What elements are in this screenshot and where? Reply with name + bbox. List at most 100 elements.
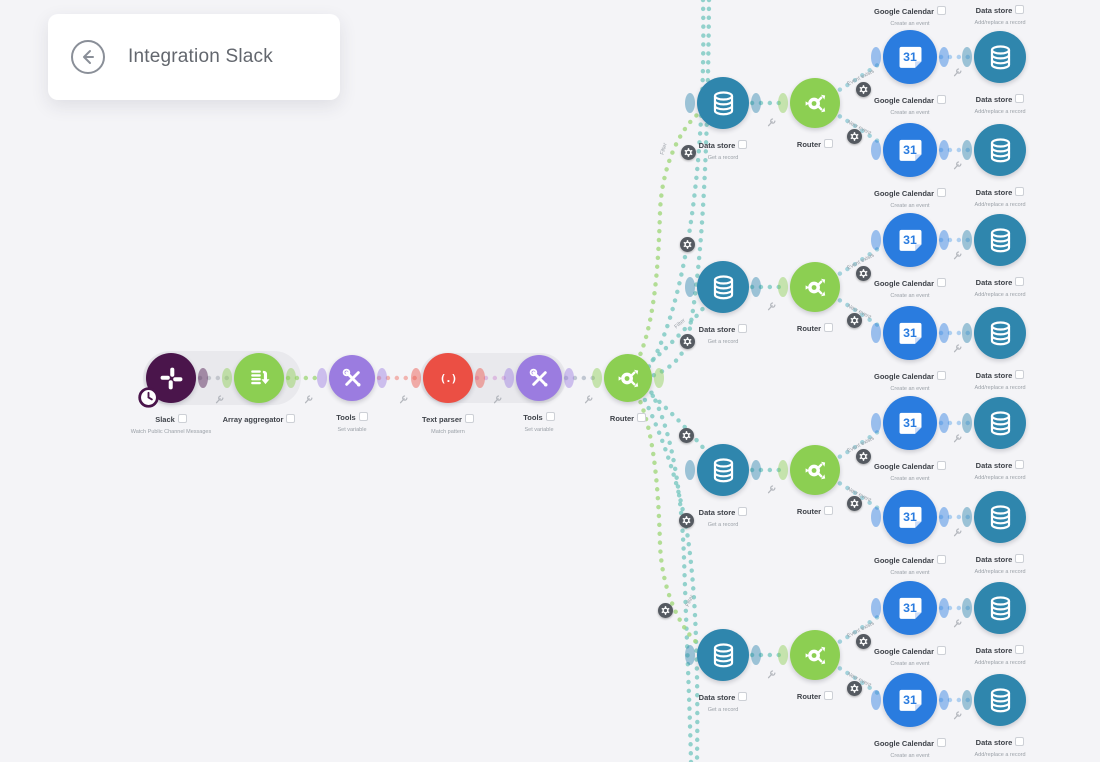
node-datastore-b3[interactable] [685,444,761,496]
connector-bump [654,368,664,388]
connector-bump [939,230,949,250]
node-label-text: Google Calendar [873,189,934,198]
filter-wrench-icon[interactable] [303,392,313,410]
filter-wrench-icon[interactable] [766,299,776,317]
gear-icon[interactable] [847,129,862,144]
node-router-main[interactable] [592,354,664,402]
node-datastore-b1[interactable] [685,77,761,129]
gear-icon[interactable] [680,237,695,252]
node-label-text: Google Calendar [873,556,934,565]
module-number-badge [738,507,748,516]
gear-icon[interactable] [847,313,862,328]
gear-icon[interactable] [679,513,694,528]
connector-bump [871,140,881,160]
node-router-b2[interactable] [778,262,840,312]
filter-wrench-icon[interactable] [766,667,776,685]
filter-wrench-icon[interactable] [398,392,408,410]
filter-wrench-icon[interactable] [952,525,962,543]
gear-icon[interactable] [847,681,862,696]
filter-wrench-icon[interactable] [952,341,962,359]
node-datastore-c5[interactable] [962,397,1026,449]
gear-icon[interactable] [679,428,694,443]
database-icon [708,455,739,486]
filter-wrench-icon[interactable] [952,431,962,449]
gear-icon[interactable] [681,145,696,160]
filter-wrench-icon[interactable] [766,115,776,133]
connector-bump [962,323,972,343]
node-datastore-c4[interactable] [962,307,1026,359]
node-gcal-c2[interactable]: 31 [871,123,949,177]
node-label-text: Tools [336,413,356,422]
gear-icon[interactable] [847,496,862,511]
node-router-b4[interactable] [778,630,840,680]
svg-text:31: 31 [903,416,917,430]
node-label-text: Google Calendar [873,7,934,16]
node-label-text: Router [796,507,822,516]
filter-wrench-icon[interactable] [952,158,962,176]
filter-wrench-icon[interactable] [492,392,502,410]
node-gcal-c7[interactable]: 31 [871,581,949,635]
module-number-badge [824,139,834,148]
node-datastore-c2[interactable] [962,124,1026,176]
filter-wrench-icon[interactable] [952,708,962,726]
node-router-b3[interactable] [778,445,840,495]
gear-icon[interactable] [658,603,673,618]
node-gcal-c1[interactable]: 31 [871,30,949,84]
connector-bump [751,93,761,113]
filter-wrench-icon[interactable] [952,65,962,83]
calendar-31-icon: 31 [895,408,926,439]
node-datastore-b2[interactable] [685,261,761,313]
connector-bump [871,47,881,67]
node-gcal-c5[interactable]: 31 [871,396,949,450]
node-gcal-c8[interactable]: 31 [871,673,949,727]
connector-bump [475,368,485,388]
node-slack[interactable] [138,353,208,408]
node-label-text: Data store [975,371,1013,380]
filter-wrench-icon[interactable] [214,392,224,410]
module-number-badge [738,324,748,333]
gear-icon[interactable] [856,634,871,649]
gear-icon[interactable] [680,334,695,349]
node-sublabel: Create an event [890,753,930,759]
node-datastore-c8[interactable] [962,674,1026,726]
node-datastore-b4[interactable] [685,629,761,681]
node-text-parser[interactable]: (.) [411,353,485,403]
node-label-text: Router [609,414,635,423]
gear-icon[interactable] [856,266,871,281]
node-tools-2[interactable] [504,355,574,401]
filter-wrench-icon[interactable] [952,248,962,266]
node-gcal-c4[interactable]: 31 [871,306,949,360]
node-array-aggregator[interactable] [222,353,296,403]
filter-wrench-icon[interactable] [766,482,776,500]
back-button[interactable] [70,39,106,75]
node-label-text: Tools [523,413,543,422]
node-datastore-c7[interactable] [962,582,1026,634]
module-number-badge [738,140,748,149]
node-label-text: Array aggregator [222,415,284,424]
database-icon [708,272,739,303]
node-tools-1[interactable] [317,355,387,401]
node-router-b1[interactable] [778,78,840,128]
filter-wrench-icon[interactable] [583,392,593,410]
connector-bump [962,47,972,67]
node-label-text: Google Calendar [873,279,934,288]
regex-parser-icon: (.) [439,371,458,385]
node-gcal-c3[interactable]: 31 [871,213,949,267]
route-split-icon [614,364,643,393]
database-icon [985,135,1016,166]
node-datastore-c3[interactable] [962,214,1026,266]
gear-icon[interactable] [856,82,871,97]
node-label-text: Google Calendar [873,372,934,381]
node-datastore-c6[interactable] [962,491,1026,543]
node-datastore-c1[interactable] [962,31,1026,83]
filter-wrench-icon[interactable] [952,616,962,634]
gear-icon[interactable] [856,449,871,464]
node-gcal-c6[interactable]: 31 [871,490,949,544]
